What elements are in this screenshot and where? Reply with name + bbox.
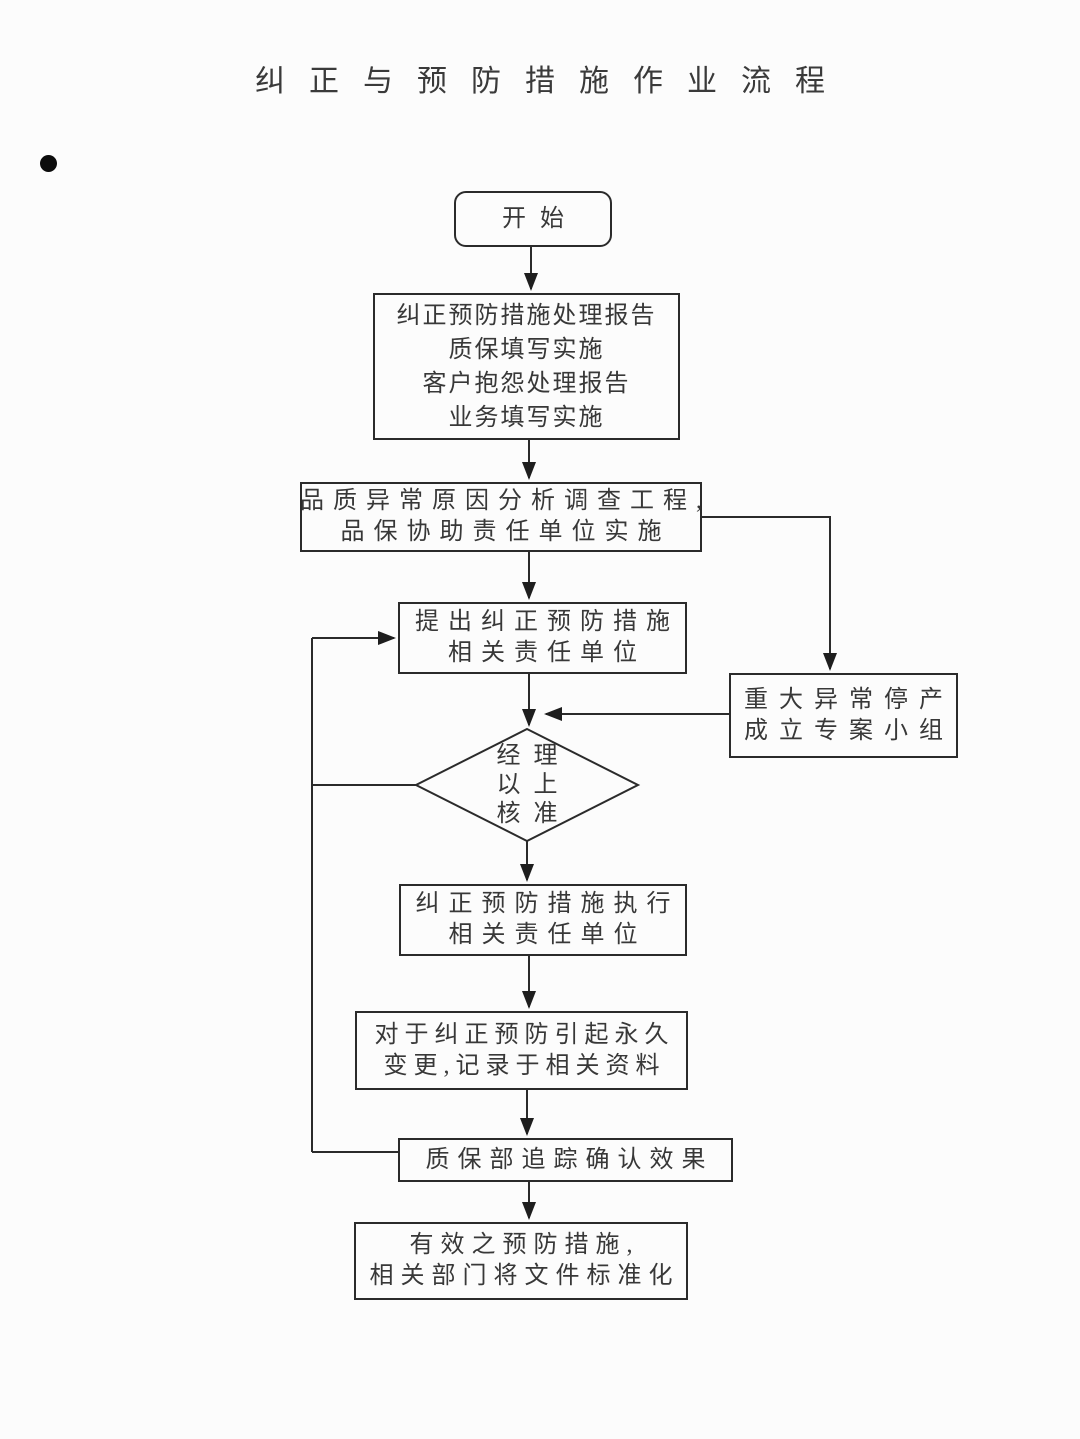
major-line: 成立专案小组 bbox=[744, 717, 954, 744]
decision-line: 以上 bbox=[496, 772, 571, 798]
report-line: 业务填写实施 bbox=[448, 404, 605, 431]
execute-node: 纠正预防措施执行 相关责任单位 bbox=[399, 884, 687, 956]
report-line: 质保填写实施 bbox=[448, 336, 605, 363]
execute-line: 相关责任单位 bbox=[448, 922, 647, 948]
track-line: 质保部追踪确认效果 bbox=[425, 1146, 714, 1173]
standardize-node: 有效之预防措施, 相关部门将文件标准化 bbox=[354, 1222, 688, 1300]
analysis-line: 品保协助责任单位实施 bbox=[340, 519, 671, 545]
execute-line: 纠正预防措施执行 bbox=[415, 891, 680, 917]
arrow-analysis-to-major bbox=[702, 516, 837, 671]
standardize-line: 相关部门将文件标准化 bbox=[369, 1263, 680, 1289]
propose-node: 提出纠正预防措施 相关责任单位 bbox=[398, 602, 687, 674]
record-line: 对于纠正预防引起永久 bbox=[374, 1021, 675, 1048]
propose-line: 提出纠正预防措施 bbox=[415, 609, 679, 635]
record-node: 对于纠正预防引起永久 变更,记录于相关资料 bbox=[355, 1011, 688, 1090]
report-node: 纠正预防措施处理报告 质保填写实施 客户抱怨处理报告 业务填写实施 bbox=[373, 293, 680, 440]
major-abnormal-node: 重大异常停产 成立专案小组 bbox=[729, 673, 958, 758]
decision-diamond-shape bbox=[413, 727, 641, 843]
bullet-dot bbox=[40, 155, 57, 172]
standardize-line: 有效之预防措施, bbox=[409, 1232, 640, 1258]
major-line: 重大异常停产 bbox=[744, 686, 954, 713]
decision-line: 经理 bbox=[496, 743, 571, 769]
start-node: 开始 bbox=[454, 191, 612, 247]
report-line: 客户抱怨处理报告 bbox=[422, 370, 631, 397]
analysis-line: 品质异常原因分析调查工程, bbox=[300, 488, 711, 514]
decision-node-label: 经理 以上 核准 bbox=[452, 742, 602, 829]
start-label: 开始 bbox=[502, 205, 578, 232]
track-node: 质保部追踪确认效果 bbox=[398, 1138, 733, 1182]
report-line: 纠正预防措施处理报告 bbox=[396, 302, 657, 329]
page-title: 纠正与预防措施作业流程 bbox=[255, 65, 849, 98]
record-line: 变更,记录于相关资料 bbox=[383, 1052, 666, 1079]
analysis-node: 品质异常原因分析调查工程, 品保协助责任单位实施 bbox=[300, 482, 702, 552]
propose-line: 相关责任单位 bbox=[448, 640, 646, 666]
decision-line: 核准 bbox=[496, 801, 571, 827]
